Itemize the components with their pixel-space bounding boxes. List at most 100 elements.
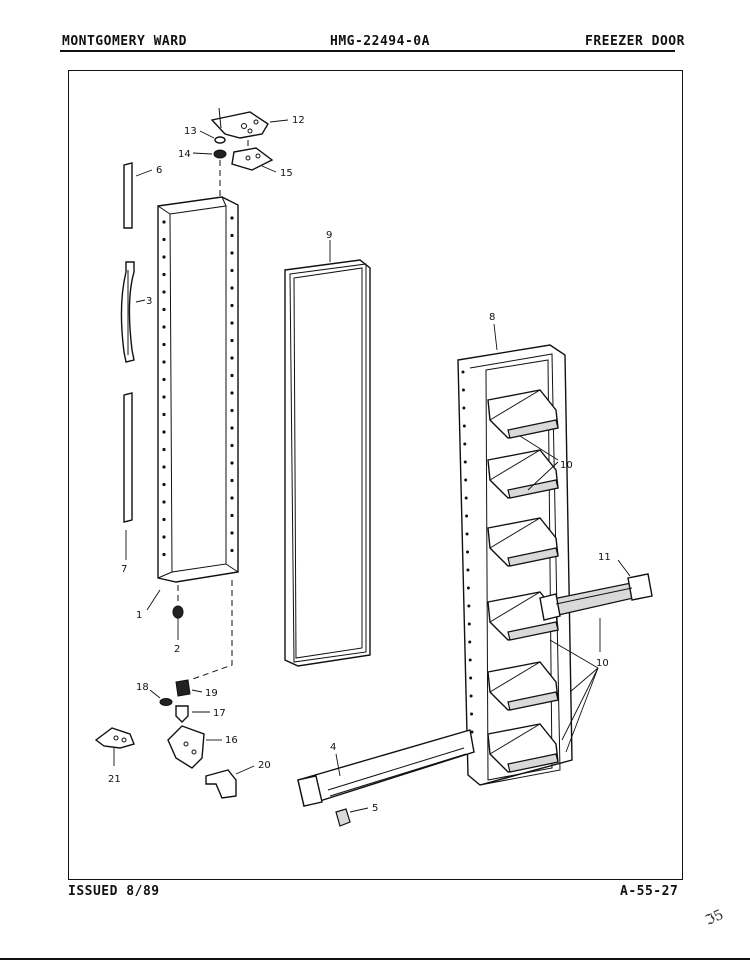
part-12-top-hinge [210,107,269,139]
door-hole [162,377,166,382]
callout-21: 21 [108,774,121,785]
part-3-door-handle [120,261,135,363]
callout-4: 4 [330,742,336,753]
door-hole [162,290,166,294]
liner-hole [461,388,465,392]
door-shelf [487,449,559,499]
part-19-hinge-bushing [175,679,191,697]
callout-10-upper: 10 [560,460,573,471]
door-hole [230,531,234,535]
door-hole [162,255,166,259]
door-hole [162,360,166,364]
door-hole [162,412,166,417]
callout-20: 20 [258,760,271,771]
liner-hole [465,532,469,536]
callout-3: 3 [146,296,152,307]
door-shelf [487,517,559,567]
door-hole [230,233,234,238]
part-4-bottom-bar [297,729,475,807]
liner-hole [466,586,470,590]
liner-hole [462,406,466,410]
liner-hole [465,514,469,518]
callout-6: 6 [156,165,162,176]
callout-7: 7 [121,564,127,575]
liner-hole [463,460,467,464]
liner-hole [468,658,472,662]
callout-5: 5 [372,803,378,814]
part-18-washer [159,698,173,706]
door-hole [230,548,234,553]
diagram-frame [68,70,683,880]
door-hole [230,461,234,465]
door-hole [162,447,166,452]
door-hole [230,303,234,308]
liner-hole [469,676,473,680]
door-hole [230,443,234,448]
door-hole [162,465,166,469]
door-hole [230,426,234,430]
callout-16: 16 [225,735,238,746]
callout-8: 8 [489,312,495,323]
issued-date: ISSUED 8/89 [68,884,160,899]
part-9-door-gasket [284,259,371,667]
door-hole [230,251,234,255]
part-17-hinge-pin [175,705,189,723]
door-hole [162,307,166,312]
door-hole [230,338,234,343]
door-hole [230,478,234,483]
liner-hole [469,694,473,698]
door-hole [230,356,234,360]
door-hole [230,216,234,220]
footer-rule [0,958,750,960]
door-hole [162,395,166,399]
door-hole [162,535,166,539]
liner-hole [464,478,468,482]
callout-18: 18 [136,682,149,693]
liner-hole [463,442,467,446]
liner-hole [467,622,471,626]
door-panel-holes [162,216,234,557]
door-hole [230,496,234,500]
part-15-hinge-shim [231,147,274,171]
door-hole [162,430,166,434]
door-hole [162,482,166,487]
liner-hole [466,568,470,572]
door-hole [230,321,234,325]
model-number: HMG-22494-0A [330,34,430,49]
inner-liner-holes [461,370,474,752]
liner-hole [467,604,471,608]
door-hole [230,373,234,378]
door-hole [230,408,234,413]
part-6-trim-strip [123,162,133,229]
liner-hole [468,640,472,644]
door-hole [162,517,166,522]
door-hole [230,513,234,518]
callout-17: 17 [213,708,226,719]
callout-12: 12 [292,115,305,126]
callout-14: 14 [178,149,191,160]
part-1-door-panel [157,196,239,583]
door-hole [162,220,166,224]
callout-1: 1 [136,610,142,621]
door-hole [230,286,234,290]
part-20-shim [205,769,237,799]
callout-13: 13 [184,126,197,137]
door-hole [162,325,166,329]
callout-9: 9 [326,230,332,241]
callout-10-lower: 10 [596,658,609,669]
part-13-washer [214,136,226,144]
door-hole [162,500,166,504]
door-hole [230,268,234,273]
door-shelf [487,389,559,439]
leader-lines [113,119,631,813]
page-code: A-55-27 [620,884,679,899]
door-hole [162,342,166,347]
liner-hole [466,550,469,554]
liner-hole [464,496,468,500]
section-title: FREEZER DOOR [585,34,685,49]
part-21-hinge-bracket [94,727,135,749]
door-hole [162,552,166,557]
liner-hole [462,424,466,428]
part-2-plug [172,605,184,619]
